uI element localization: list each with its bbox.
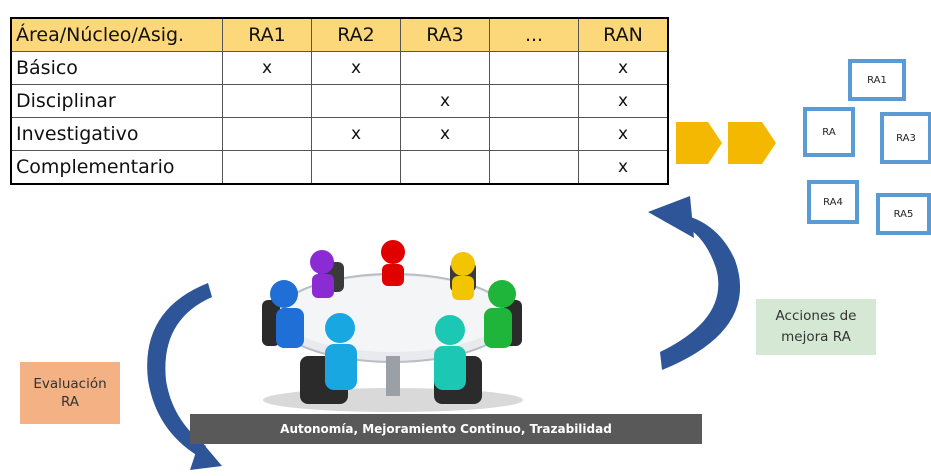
row-label: Investigativo bbox=[10, 117, 223, 151]
table-cell: x bbox=[400, 117, 490, 151]
table-cell: x bbox=[311, 51, 401, 85]
ra-box-5: RA5 bbox=[876, 193, 931, 235]
ra-box-1: RA1 bbox=[848, 59, 906, 101]
table-row: Complementario x bbox=[10, 150, 669, 185]
principles-banner: Autonomía, Mejoramiento Continuo, Trazab… bbox=[190, 414, 702, 444]
row-label: Disciplinar bbox=[10, 84, 223, 118]
curved-arrow-left bbox=[147, 283, 222, 470]
ra-box-4: RA4 bbox=[807, 180, 859, 224]
table-cell bbox=[489, 150, 579, 185]
chevron-arrow-1 bbox=[676, 122, 722, 164]
improvement-actions-box: Acciones de mejora RA bbox=[756, 299, 876, 355]
ra-matrix-table: Área/Núcleo/Asig. RA1 RA2 RA3 ... RAN Bá… bbox=[10, 17, 669, 185]
table-cell: x bbox=[578, 51, 669, 85]
row-label: Complementario bbox=[10, 150, 223, 185]
ra-box-2: RA bbox=[803, 107, 855, 157]
table-cell bbox=[489, 51, 579, 85]
chevron-arrow-2 bbox=[728, 122, 776, 164]
table-row: Investigativo x x x bbox=[10, 117, 669, 151]
table-row: Básico x x x bbox=[10, 51, 669, 85]
table-cell: x bbox=[222, 51, 312, 85]
table-cell bbox=[489, 117, 579, 151]
table-row: Disciplinar x x bbox=[10, 84, 669, 118]
header-ellipsis: ... bbox=[489, 17, 579, 52]
table-cell bbox=[222, 117, 312, 151]
table-cell bbox=[311, 150, 401, 185]
table-cell bbox=[222, 150, 312, 185]
header-ran: RAN bbox=[578, 17, 669, 52]
curved-arrow-right bbox=[648, 196, 741, 370]
header-ra3: RA3 bbox=[400, 17, 490, 52]
ra-box-3: RA3 bbox=[880, 112, 931, 164]
evaluation-ra-box: Evaluación RA bbox=[20, 362, 120, 424]
table-cell bbox=[400, 51, 490, 85]
table-cell: x bbox=[578, 150, 669, 185]
table-cell: x bbox=[578, 117, 669, 151]
table-cell bbox=[400, 150, 490, 185]
table-cell: x bbox=[400, 84, 490, 118]
team-meeting-illustration bbox=[246, 236, 540, 414]
